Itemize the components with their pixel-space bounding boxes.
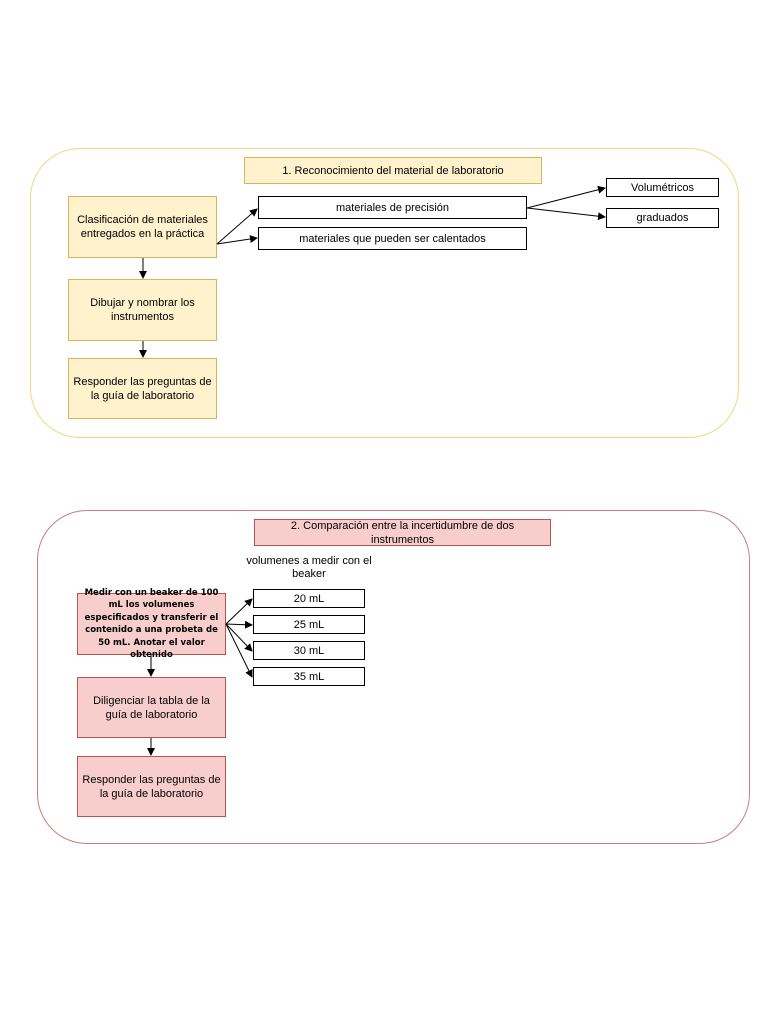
- arrow-classify-to-precision: [216, 208, 258, 245]
- volume-35ml: 35 mL: [253, 667, 365, 686]
- volume-25ml: 25 mL: [253, 615, 365, 634]
- section2-step-fill-table: Diligenciar la tabla de la guía de labor…: [77, 677, 226, 738]
- arrow-precision-to-volumetric: [526, 185, 606, 209]
- volume-30ml: 30 mL: [253, 641, 365, 660]
- section1-step-classify: Clasificación de materiales entregados e…: [68, 196, 217, 258]
- section2-step-answer: Responder las preguntas de la guía de la…: [77, 756, 226, 817]
- arrow-classify-to-heatable: [216, 235, 258, 245]
- section2-title: 2. Comparación entre la incertidumbre de…: [254, 519, 551, 546]
- arrow-precision-to-graduated: [526, 207, 606, 221]
- volume-20ml: 20 mL: [253, 589, 365, 608]
- section1-step-draw: Dibujar y nombrar los instrumentos: [68, 279, 217, 341]
- section1-container: [30, 148, 739, 438]
- category-heatable: materiales que pueden ser calentados: [258, 227, 527, 250]
- section2-step-measure: Medir con un beaker de 100 mL los volume…: [77, 588, 226, 660]
- arrow-measure-to-20ml: [225, 598, 253, 625]
- section1-step-answer: Responder las preguntas de la guía de la…: [68, 358, 217, 419]
- section1-title: 1. Reconocimiento del material de labora…: [244, 157, 542, 184]
- volumes-label: volumenes a medir con el beaker: [246, 555, 372, 580]
- subcategory-volumetric: Volumétricos: [606, 178, 719, 197]
- category-precision: materiales de precisión: [258, 196, 527, 219]
- section2-container: [37, 510, 750, 844]
- arrow-measure-to-35ml: [225, 623, 253, 678]
- subcategory-graduated: graduados: [606, 208, 719, 228]
- arrow-measure-to-25ml: [225, 620, 253, 629]
- arrow-measure-to-30ml: [225, 623, 253, 652]
